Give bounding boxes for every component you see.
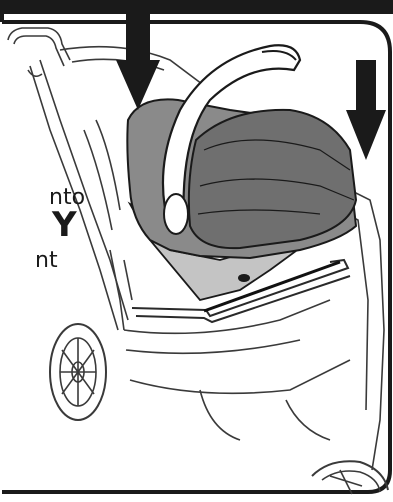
caption-line-2: Y [52, 208, 77, 242]
caption-line-3: nt [35, 250, 58, 272]
down-arrow-icon [346, 60, 386, 160]
infant-car-seat [127, 45, 356, 300]
